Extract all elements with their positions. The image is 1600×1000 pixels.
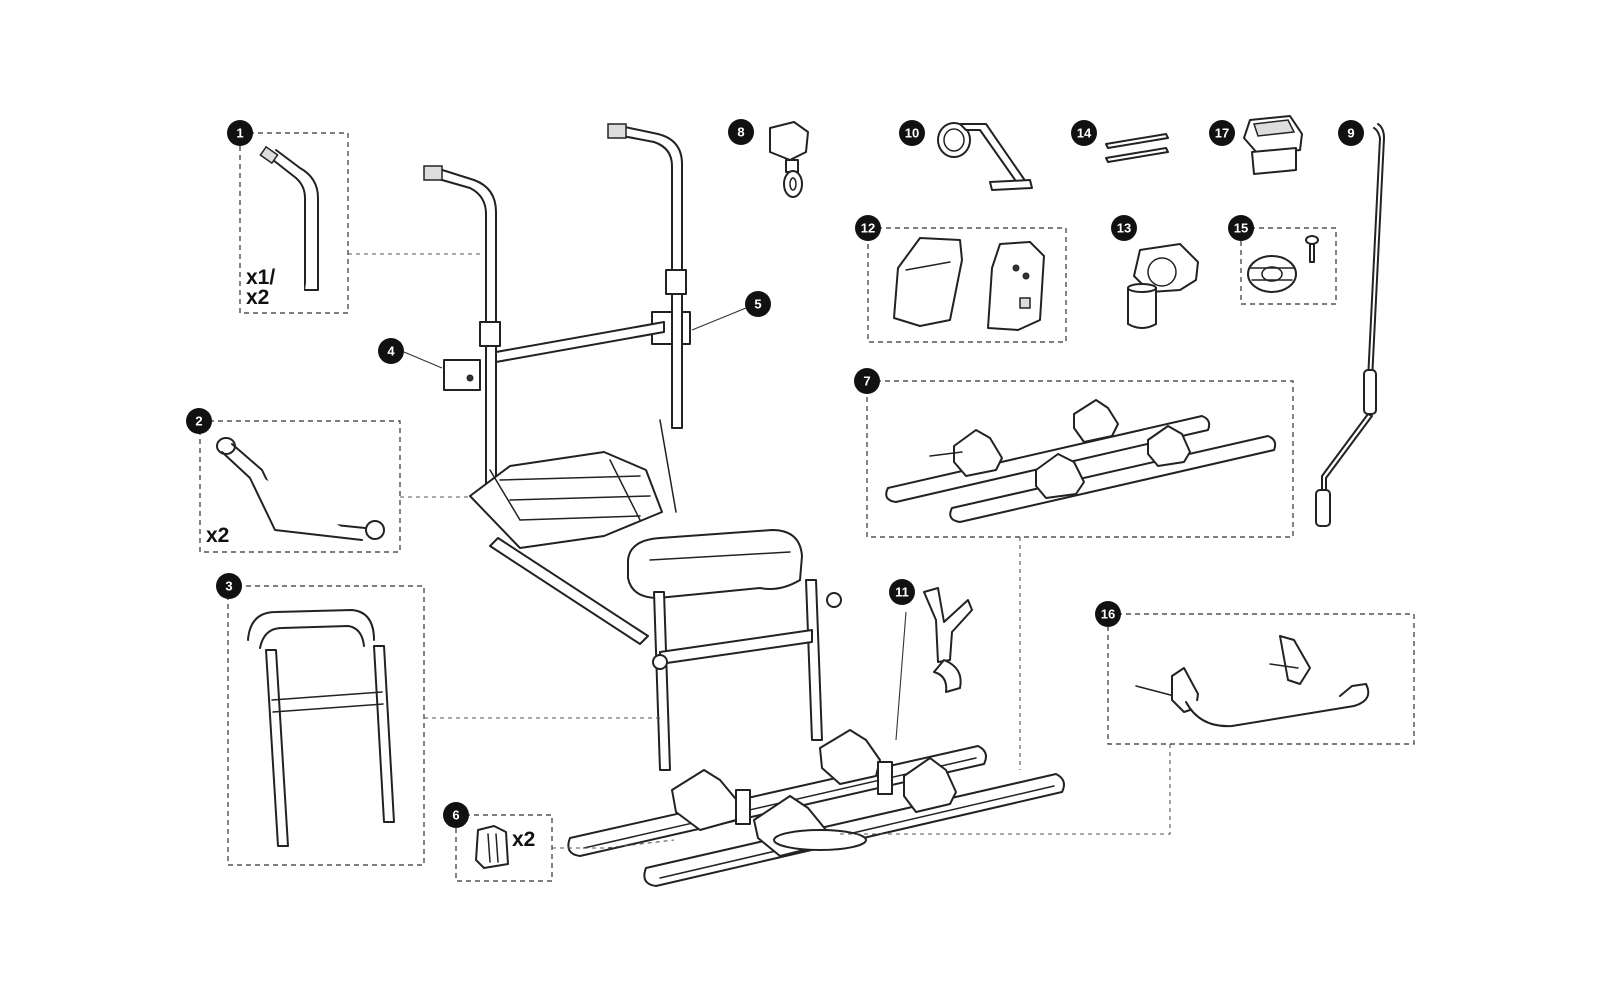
part-10-strap (937, 122, 1033, 191)
badge-8-label: 8 (737, 125, 744, 140)
part-4-clamp (403, 351, 481, 391)
part-6-end-cap: x2 (455, 814, 553, 882)
part-5-clamp (651, 307, 747, 345)
badge-6-label: 6 (452, 808, 459, 823)
badge-2-label: 2 (195, 414, 202, 429)
part-9-crank-handle (1315, 123, 1385, 527)
part-1-quantity-line-1: x1/ (246, 266, 275, 289)
badge-14: 14 (1071, 120, 1097, 146)
badge-5-label: 5 (754, 297, 761, 312)
part-1-upper-arm: x1/ x2 (239, 132, 349, 314)
badge-7: 7 (854, 368, 880, 394)
badge-14-label: 14 (1077, 126, 1092, 141)
main-carrier-assembly (423, 123, 842, 771)
part-3-group-box (227, 585, 425, 866)
part-3-hoop-frame (227, 585, 425, 866)
badge-5: 5 (745, 291, 771, 317)
part-13-motor (1127, 243, 1199, 329)
part-8-lock (769, 121, 809, 198)
badge-4: 4 (378, 338, 404, 364)
part-15-group-box (1240, 227, 1337, 305)
badge-15-label: 15 (1234, 221, 1248, 236)
badge-9: 9 (1338, 120, 1364, 146)
badge-3: 3 (216, 573, 242, 599)
part-7-group-box (866, 380, 1294, 538)
part-11-frame-holder (895, 587, 973, 741)
part-14-strips (1105, 133, 1169, 163)
part-2-quantity: x2 (206, 524, 229, 547)
badge-15: 15 (1228, 215, 1254, 241)
badge-9-label: 9 (1347, 126, 1354, 141)
part-16-adapter-frame (1107, 613, 1415, 745)
badge-11-label: 11 (895, 585, 909, 600)
badge-2: 2 (186, 408, 212, 434)
badge-1-label: 1 (236, 126, 243, 141)
part-16-group-box (1107, 613, 1415, 745)
part-1-quantity-line-2: x2 (246, 286, 269, 309)
badge-12: 12 (855, 215, 881, 241)
part-2-support-arm: x2 (199, 420, 401, 553)
badge-1: 1 (227, 120, 253, 146)
connection-leads (348, 253, 1171, 849)
badge-13-label: 13 (1117, 221, 1131, 236)
badge-16: 16 (1095, 601, 1121, 627)
badge-7-label: 7 (863, 374, 870, 389)
part-7-rail-set (866, 380, 1294, 538)
badge-10: 10 (899, 120, 925, 146)
badge-11: 11 (889, 579, 915, 605)
part-17-switch (1243, 115, 1303, 175)
part-15-gear (1240, 227, 1337, 305)
badge-17-label: 17 (1215, 126, 1229, 141)
badge-17: 17 (1209, 120, 1235, 146)
badge-13: 13 (1111, 215, 1137, 241)
badge-4-label: 4 (387, 344, 395, 359)
badge-8: 8 (728, 119, 754, 145)
part-12-covers (867, 227, 1067, 343)
badge-12-label: 12 (861, 221, 875, 236)
part-12-group-box (867, 227, 1067, 343)
badge-3-label: 3 (225, 579, 232, 594)
badge-10-label: 10 (905, 126, 919, 141)
part-1-group-box (239, 132, 349, 314)
lower-bike-rails (567, 729, 1065, 887)
badge-6: 6 (443, 802, 469, 828)
part-2-group-box (199, 420, 401, 553)
part-6-quantity: x2 (512, 828, 535, 851)
badge-16-label: 16 (1101, 607, 1115, 622)
